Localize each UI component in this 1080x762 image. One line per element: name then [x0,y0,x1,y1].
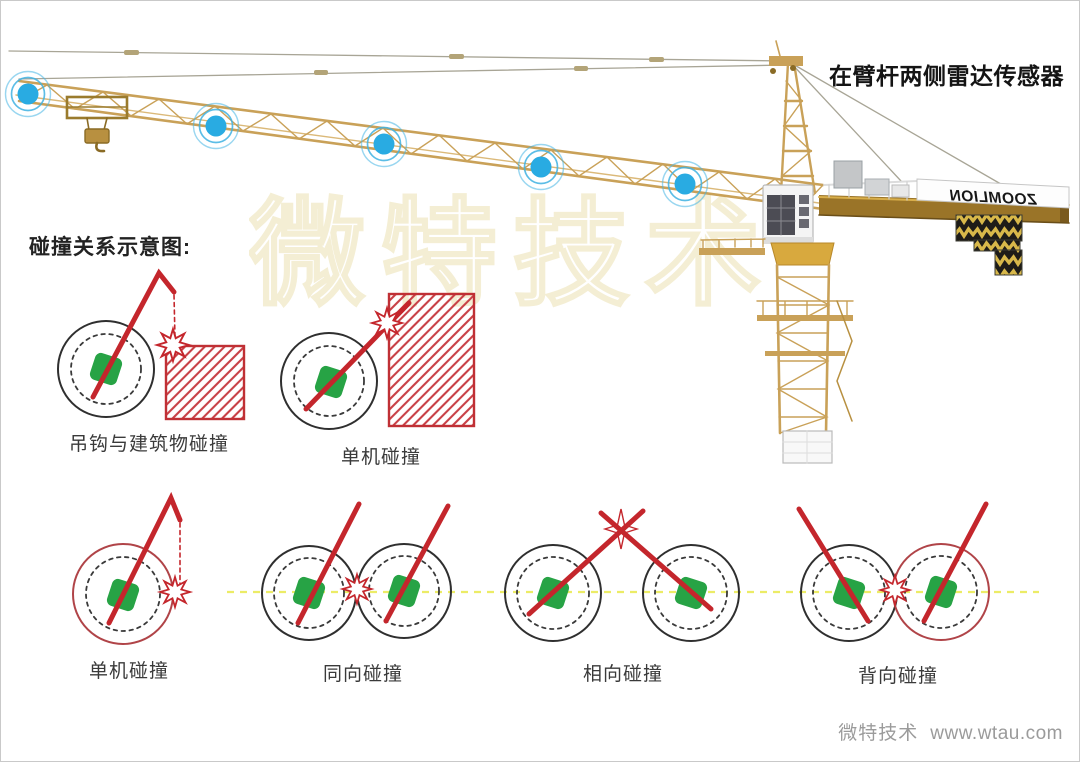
collision-diagram-facing [504,508,740,642]
footer-company: 微特技术 [838,723,919,744]
collision-burst-icon [156,328,190,362]
building-block [387,292,476,428]
radar-sensor-icon [360,120,408,168]
crane-jib [15,79,825,211]
crane-jib-line [921,501,989,624]
label-single-machine-bottom: 单机碰撞 [88,661,169,682]
cable-turnbuckles [124,50,664,75]
collision-burst-icon [371,307,403,339]
footer-website: www.wtau.com [930,723,1063,744]
hook-drop-line [173,294,176,339]
footer: 微特技术 www.wtau.com [838,718,1063,745]
crane-jib-line [106,491,183,626]
label-single-machine-top: 单机碰撞 [340,447,421,468]
label-same-direction: 同向碰撞 [322,664,403,685]
collision-section-title: 碰撞关系示意图: [29,236,191,259]
crane-jib-line [295,501,362,626]
radar-sensor-icon [661,160,709,208]
collision-diagram-same-direction [261,501,452,641]
crane-mast [699,238,854,464]
crane-cab [762,184,814,244]
crane-machinery-box [833,160,863,189]
sensor-note-title: 在臂杆两侧雷达传感器 [829,63,1064,89]
radar-sensor-icon [517,143,565,191]
crane-jib-line [796,506,871,624]
crane-jib-line [383,503,451,624]
crane-brand-text: ZOOMLION [949,187,1039,209]
label-back-to-back: 背向碰撞 [857,666,938,687]
crane-trolley-hook [65,95,129,153]
radar-sensor-icon [4,70,52,118]
collision-burst-icon [159,576,191,608]
crane-jib-line [90,268,177,400]
label-facing: 相向碰撞 [582,664,663,685]
radar-sensor-icon [192,102,240,150]
tower-crane: ZOOMLION [4,40,1070,464]
crane-brand-panel: ZOOMLION [916,178,1070,209]
collision-burst-icon [602,508,640,550]
collision-diagram-single-machine-bottom [72,491,191,645]
crane-apex [769,40,817,195]
collision-burst-icon [879,574,911,606]
crane-jib-line [598,510,714,612]
collision-diagram-back-to-back [796,501,990,642]
building-block [164,344,246,421]
collision-burst-icon [341,573,373,605]
crane-counterweight [955,214,1023,276]
collision-diagram-single-machine-top [280,292,476,430]
crane-jib-line [526,508,646,617]
collision-diagram-hook-building [57,268,246,421]
crane-ladder [836,300,853,422]
label-hook-building: 吊钩与建筑物碰撞 [68,434,229,455]
